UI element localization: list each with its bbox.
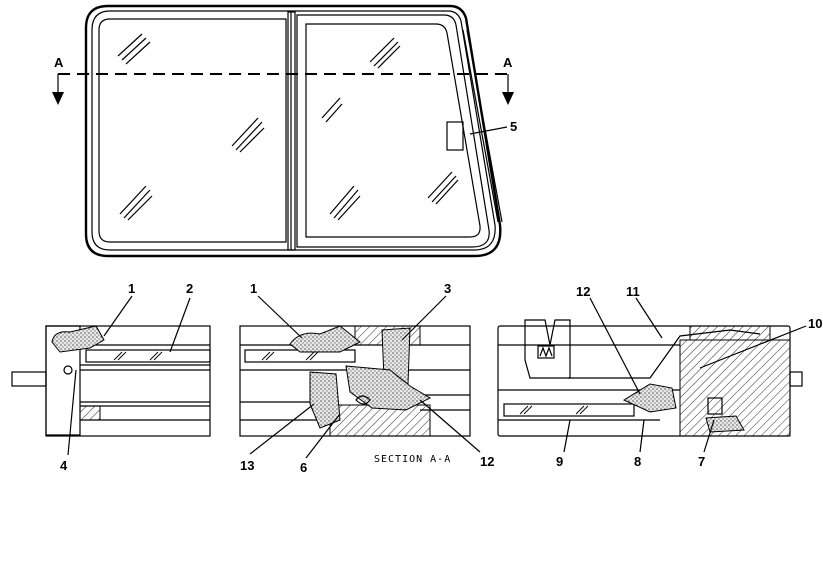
callout-3: 3 — [444, 281, 451, 296]
section-caption: SECTION A-A — [374, 454, 451, 465]
right-pane-glass — [305, 23, 481, 238]
seal-left — [51, 325, 105, 353]
seal-center-top — [289, 325, 361, 353]
right-sliding-pane — [296, 14, 490, 248]
callout-9: 9 — [556, 454, 563, 469]
glass-pane-right — [503, 403, 635, 417]
window-outer-frame — [84, 4, 502, 258]
callout-10: 10 — [808, 316, 822, 331]
latch — [446, 121, 464, 151]
section-detail-right: 12 11 10 9 8 7 — [497, 284, 822, 469]
glass-pane-left — [85, 349, 211, 363]
section-mark-right: A — [503, 55, 513, 70]
callout-6: 6 — [300, 460, 307, 475]
section-arrow-right — [502, 74, 514, 105]
left-pane — [98, 18, 287, 243]
seal-right-lower — [622, 383, 677, 413]
callout-5: 5 — [510, 119, 517, 134]
callout-12-center: 12 — [480, 454, 494, 469]
section-detail-center: 1 3 13 6 12 SECTION A-A — [239, 281, 494, 475]
callout-12-right: 12 — [576, 284, 590, 299]
callout-4: 4 — [60, 458, 68, 473]
callout-8: 8 — [634, 454, 641, 469]
callout-5-leader — [469, 126, 508, 135]
callout-11: 11 — [626, 284, 640, 299]
section-arrow-left — [52, 74, 64, 105]
window-elevation: A A 5 — [52, 4, 517, 258]
callout-1-left: 1 — [128, 281, 135, 296]
section-mark-left: A — [54, 55, 64, 70]
callout-7: 7 — [698, 454, 705, 469]
glass-reflection-marks — [117, 33, 459, 221]
callout-1-center: 1 — [250, 281, 257, 296]
callout-13: 13 — [240, 458, 254, 473]
callout-2: 2 — [186, 281, 193, 296]
section-detail-left: 1 2 4 — [11, 281, 211, 473]
seal-center-lower — [309, 371, 341, 429]
window-frame-inner-edge — [91, 10, 496, 251]
